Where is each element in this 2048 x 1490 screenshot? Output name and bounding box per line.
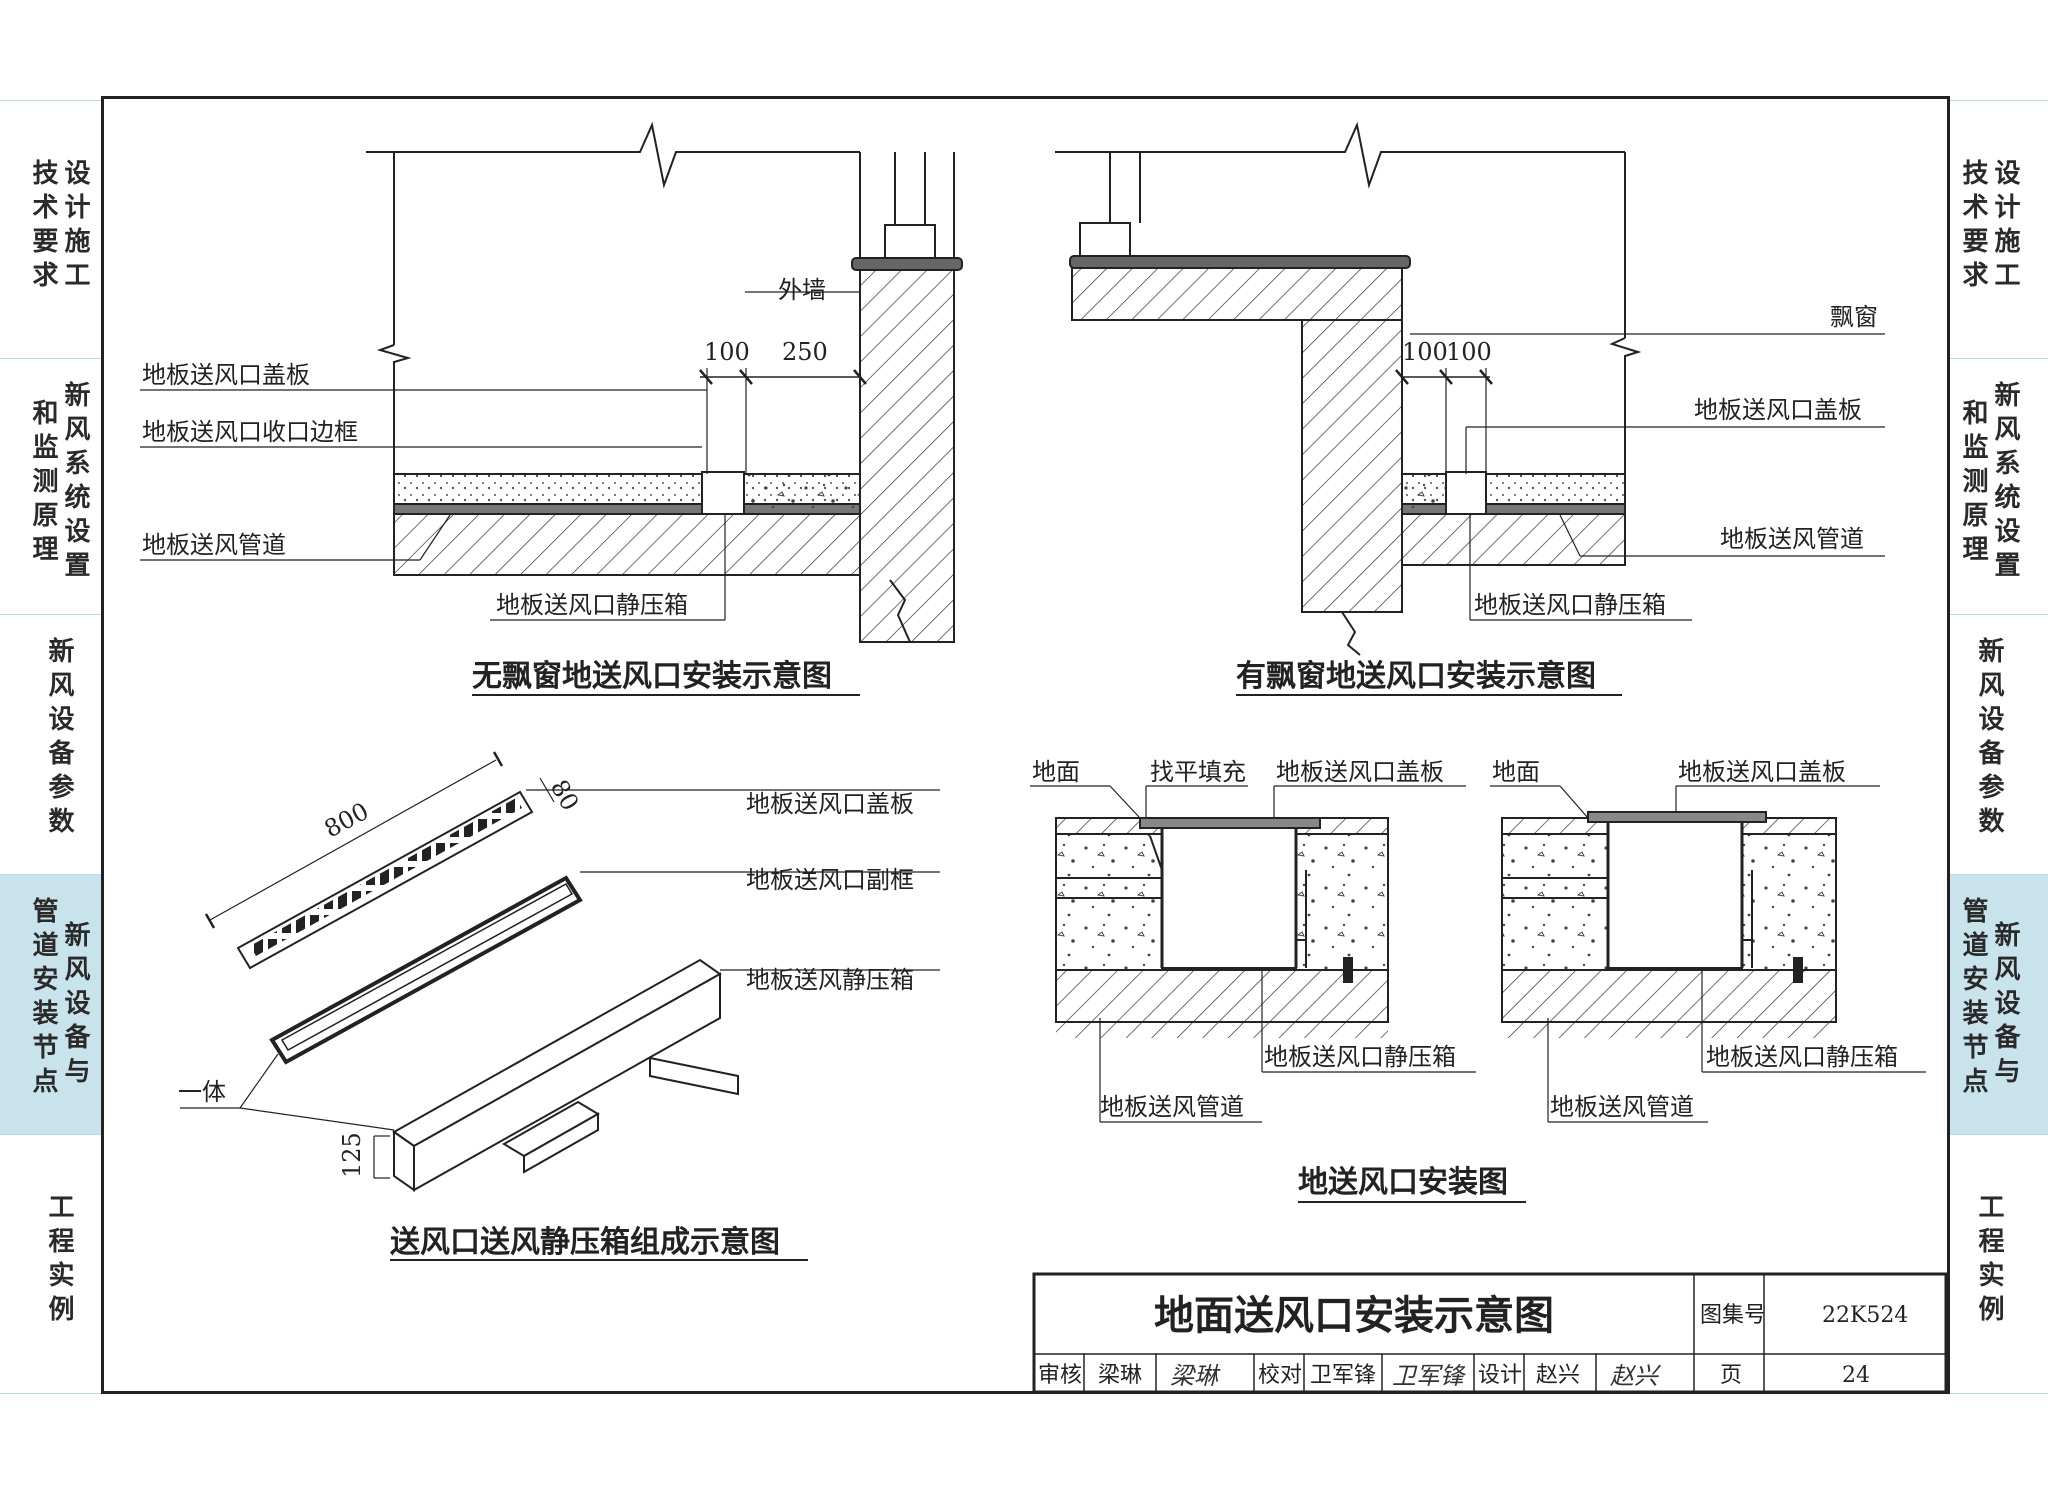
tab-equipment-parameters[interactable]: 新风设备参数 xyxy=(0,614,101,874)
tab-design-requirements[interactable]: 设计施工 技术要求 xyxy=(1950,100,2048,358)
tab-installation-nodes[interactable]: 新风设备与 管道安装节点 xyxy=(0,874,101,1134)
page-label: 页 xyxy=(1720,1363,1742,1388)
drawing-frame xyxy=(101,96,1950,1394)
tab-equipment-parameters[interactable]: 新风设备参数 xyxy=(1950,614,2048,874)
tab-label-line1: 新风系统设置 xyxy=(60,381,90,585)
tab-label-line2: 技术要求 xyxy=(1958,159,1988,295)
plenum-label: 地板送风口静压箱 xyxy=(1474,591,1666,619)
tab-label-line1: 设计施工 xyxy=(1990,159,2020,295)
sheet-title: 地面送风口安装示意图 xyxy=(1154,1293,1554,1339)
tab-label-line1: 新风系统设置 xyxy=(1990,381,2020,585)
tab-label-line1: 设计施工 xyxy=(60,159,90,295)
cover-label: 地板送风口盖板 xyxy=(746,790,914,818)
cover-label: 地板送风口盖板 xyxy=(1694,396,1862,424)
diagram-bay-window xyxy=(1055,121,1885,696)
diagram1-title: 无飘窗地送风口安装示意图 xyxy=(472,659,832,694)
dim-125-label: 125 xyxy=(338,1132,366,1178)
cover-label: 地板送风口盖板 xyxy=(142,361,310,389)
diagram-plenum-composition xyxy=(180,751,940,1261)
diagram2-title: 有飘窗地送风口安装示意图 xyxy=(1236,659,1596,694)
dim-80-label: 80 xyxy=(545,775,585,815)
tab-label-line2: 技术要求 xyxy=(28,159,58,295)
diagram-installation-left xyxy=(1030,785,1476,1123)
subframe-label: 地板送风口副框 xyxy=(746,866,914,894)
cover-label-left: 地板送风口盖板 xyxy=(1276,758,1444,786)
review-label: 审核 xyxy=(1038,1363,1082,1388)
tab-project-examples[interactable]: 工程实例 xyxy=(0,1134,101,1394)
tab-installation-nodes[interactable]: 新风设备与 管道安装节点 xyxy=(1950,874,2048,1134)
duct-label: 地板送风管道 xyxy=(1720,525,1864,553)
tab-label-line1: 新风设备与 xyxy=(60,921,90,1091)
title-block xyxy=(1032,1272,1948,1394)
tab-system-principle[interactable]: 新风系统设置 和监测原理 xyxy=(1950,358,2048,614)
integral-label: 一体 xyxy=(178,1078,226,1106)
dim-800-label: 800 xyxy=(320,797,374,843)
tab-label-line1: 工程实例 xyxy=(44,1193,74,1329)
dim-100a-label: 100 xyxy=(1402,338,1448,366)
diagram3-title: 送风口送风静压箱组成示意图 xyxy=(390,1225,780,1260)
dim-100-label: 100 xyxy=(704,338,750,366)
atlas-number: 22K524 xyxy=(1822,1303,1908,1328)
cover-label-right: 地板送风口盖板 xyxy=(1678,758,1846,786)
tab-label-line1: 新风设备与 xyxy=(1990,921,2020,1091)
check-label: 校对 xyxy=(1258,1363,1302,1388)
checker-name: 卫军锋 xyxy=(1310,1363,1376,1388)
atlas-label: 图集号 xyxy=(1700,1303,1766,1328)
plenum-label: 地板送风静压箱 xyxy=(746,966,914,994)
designer-name: 赵兴 xyxy=(1536,1363,1580,1388)
tab-project-examples[interactable]: 工程实例 xyxy=(1950,1134,2048,1394)
tab-label-line1: 工程实例 xyxy=(1974,1193,2004,1329)
designer-signature: 赵兴 xyxy=(1610,1362,1662,1390)
plenum-label: 地板送风口静压箱 xyxy=(496,591,688,619)
duct-label-right: 地板送风管道 xyxy=(1550,1093,1694,1121)
tab-label-line2: 和监测原理 xyxy=(28,399,58,569)
diagram-no-bay-window xyxy=(140,121,963,696)
tab-label-line1: 新风设备参数 xyxy=(44,637,74,841)
duct-label: 地板送风管道 xyxy=(142,531,286,559)
ground-label-right: 地面 xyxy=(1492,758,1540,786)
duct-label-left: 地板送风管道 xyxy=(1100,1093,1244,1121)
tab-system-principle[interactable]: 新风系统设置 和监测原理 xyxy=(0,358,101,614)
dim-100b-label: 100 xyxy=(1446,338,1492,366)
tab-design-requirements[interactable]: 设计施工 技术要求 xyxy=(0,100,101,358)
checker-signature: 卫军锋 xyxy=(1392,1362,1466,1390)
reviewer-signature: 梁琳 xyxy=(1170,1362,1221,1390)
tab-label-line2: 管道安装节点 xyxy=(28,897,58,1101)
page-number: 24 xyxy=(1842,1363,1870,1388)
tab-label-line2: 和监测原理 xyxy=(1958,399,1988,569)
tab-label-line1: 新风设备参数 xyxy=(1974,637,2004,841)
filler-label: 找平填充 xyxy=(1150,758,1246,786)
dim-250-label: 250 xyxy=(782,338,828,366)
diagram-installation-right xyxy=(1298,785,1926,1203)
plenum-label-right: 地板送风口静压箱 xyxy=(1706,1043,1898,1071)
plenum-label-left: 地板送风口静压箱 xyxy=(1264,1043,1456,1071)
reviewer-name: 梁琳 xyxy=(1098,1363,1142,1388)
tab-label-line2: 管道安装节点 xyxy=(1958,897,1988,1101)
diagram4-title: 地送风口安装图 xyxy=(1298,1165,1508,1200)
bay-window-label: 飘窗 xyxy=(1830,303,1878,331)
frame-label: 地板送风口收口边框 xyxy=(142,418,358,446)
outer-wall-label: 外墙 xyxy=(778,276,826,304)
design-label: 设计 xyxy=(1478,1363,1522,1388)
ground-label-left: 地面 xyxy=(1032,758,1080,786)
